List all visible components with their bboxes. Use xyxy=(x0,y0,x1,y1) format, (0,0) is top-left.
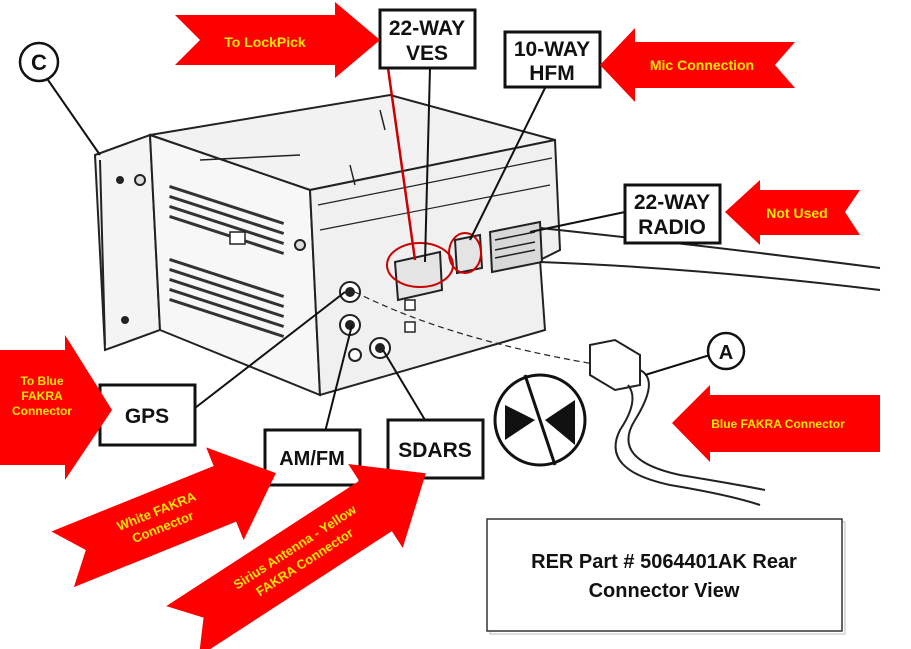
arrow-blue-fakra-right: Blue FAKRA Connector xyxy=(672,385,880,462)
gps-label: GPS xyxy=(125,405,169,428)
hfm-line2: HFM xyxy=(529,62,575,85)
sdars-label: SDARS xyxy=(398,439,472,462)
arrow-to-blue-fakra-left: To Blue FAKRA Connector xyxy=(0,335,112,480)
radio-line2: RADIO xyxy=(638,216,706,239)
arrow-mic-connection: Mic Connection xyxy=(600,28,795,102)
ves-line1: 22-WAY xyxy=(389,17,465,40)
lockpick-leader xyxy=(386,67,417,261)
connector-highlights xyxy=(386,232,482,288)
label-am-fm: AM/FM xyxy=(263,428,362,487)
label-22-way-radio: 22-WAY RADIO xyxy=(623,183,722,245)
radio-harness-cable xyxy=(539,227,881,291)
blue-fakra-left-3: Connector xyxy=(12,404,72,418)
not-used-text: Not Used xyxy=(766,205,827,221)
callout-c-label: C xyxy=(31,50,47,75)
radio-unit xyxy=(93,93,562,397)
part-title-box: RER Part # 5064401AK Rear Connector View xyxy=(486,518,846,635)
arrow-not-used: Not Used xyxy=(725,180,860,245)
ves-line2: VES xyxy=(406,42,448,65)
callout-a-label: A xyxy=(719,342,733,364)
amfm-label: AM/FM xyxy=(279,448,345,470)
radio-line1: 22-WAY xyxy=(634,191,710,214)
callout-c: C xyxy=(18,41,60,83)
arrow-white-fakra: White FAKRA Connector xyxy=(51,447,276,588)
label-10-way-hfm: 10-WAY HFM xyxy=(503,30,602,89)
title-line1: RER Part # 5064401AK Rear xyxy=(531,551,797,573)
blue-fakra-right-text: Blue FAKRA Connector xyxy=(711,417,845,431)
coax-cable xyxy=(354,291,766,506)
label-gps: GPS xyxy=(98,383,197,447)
blue-fakra-left-1: To Blue xyxy=(20,374,63,388)
leader-lines xyxy=(47,67,711,433)
do-not-mix-symbol xyxy=(493,373,587,467)
blue-fakra-left-2: FAKRA xyxy=(21,389,63,403)
callout-a: A xyxy=(706,331,746,371)
hfm-line1: 10-WAY xyxy=(514,38,590,61)
lockpick-text: To LockPick xyxy=(224,34,306,50)
label-22-way-ves: 22-WAY VES xyxy=(378,8,477,70)
label-sdars: SDARS xyxy=(386,418,485,480)
title-line2: Connector View xyxy=(589,580,740,602)
mic-text: Mic Connection xyxy=(650,57,754,73)
arrow-to-lockpick: To LockPick xyxy=(175,2,380,78)
